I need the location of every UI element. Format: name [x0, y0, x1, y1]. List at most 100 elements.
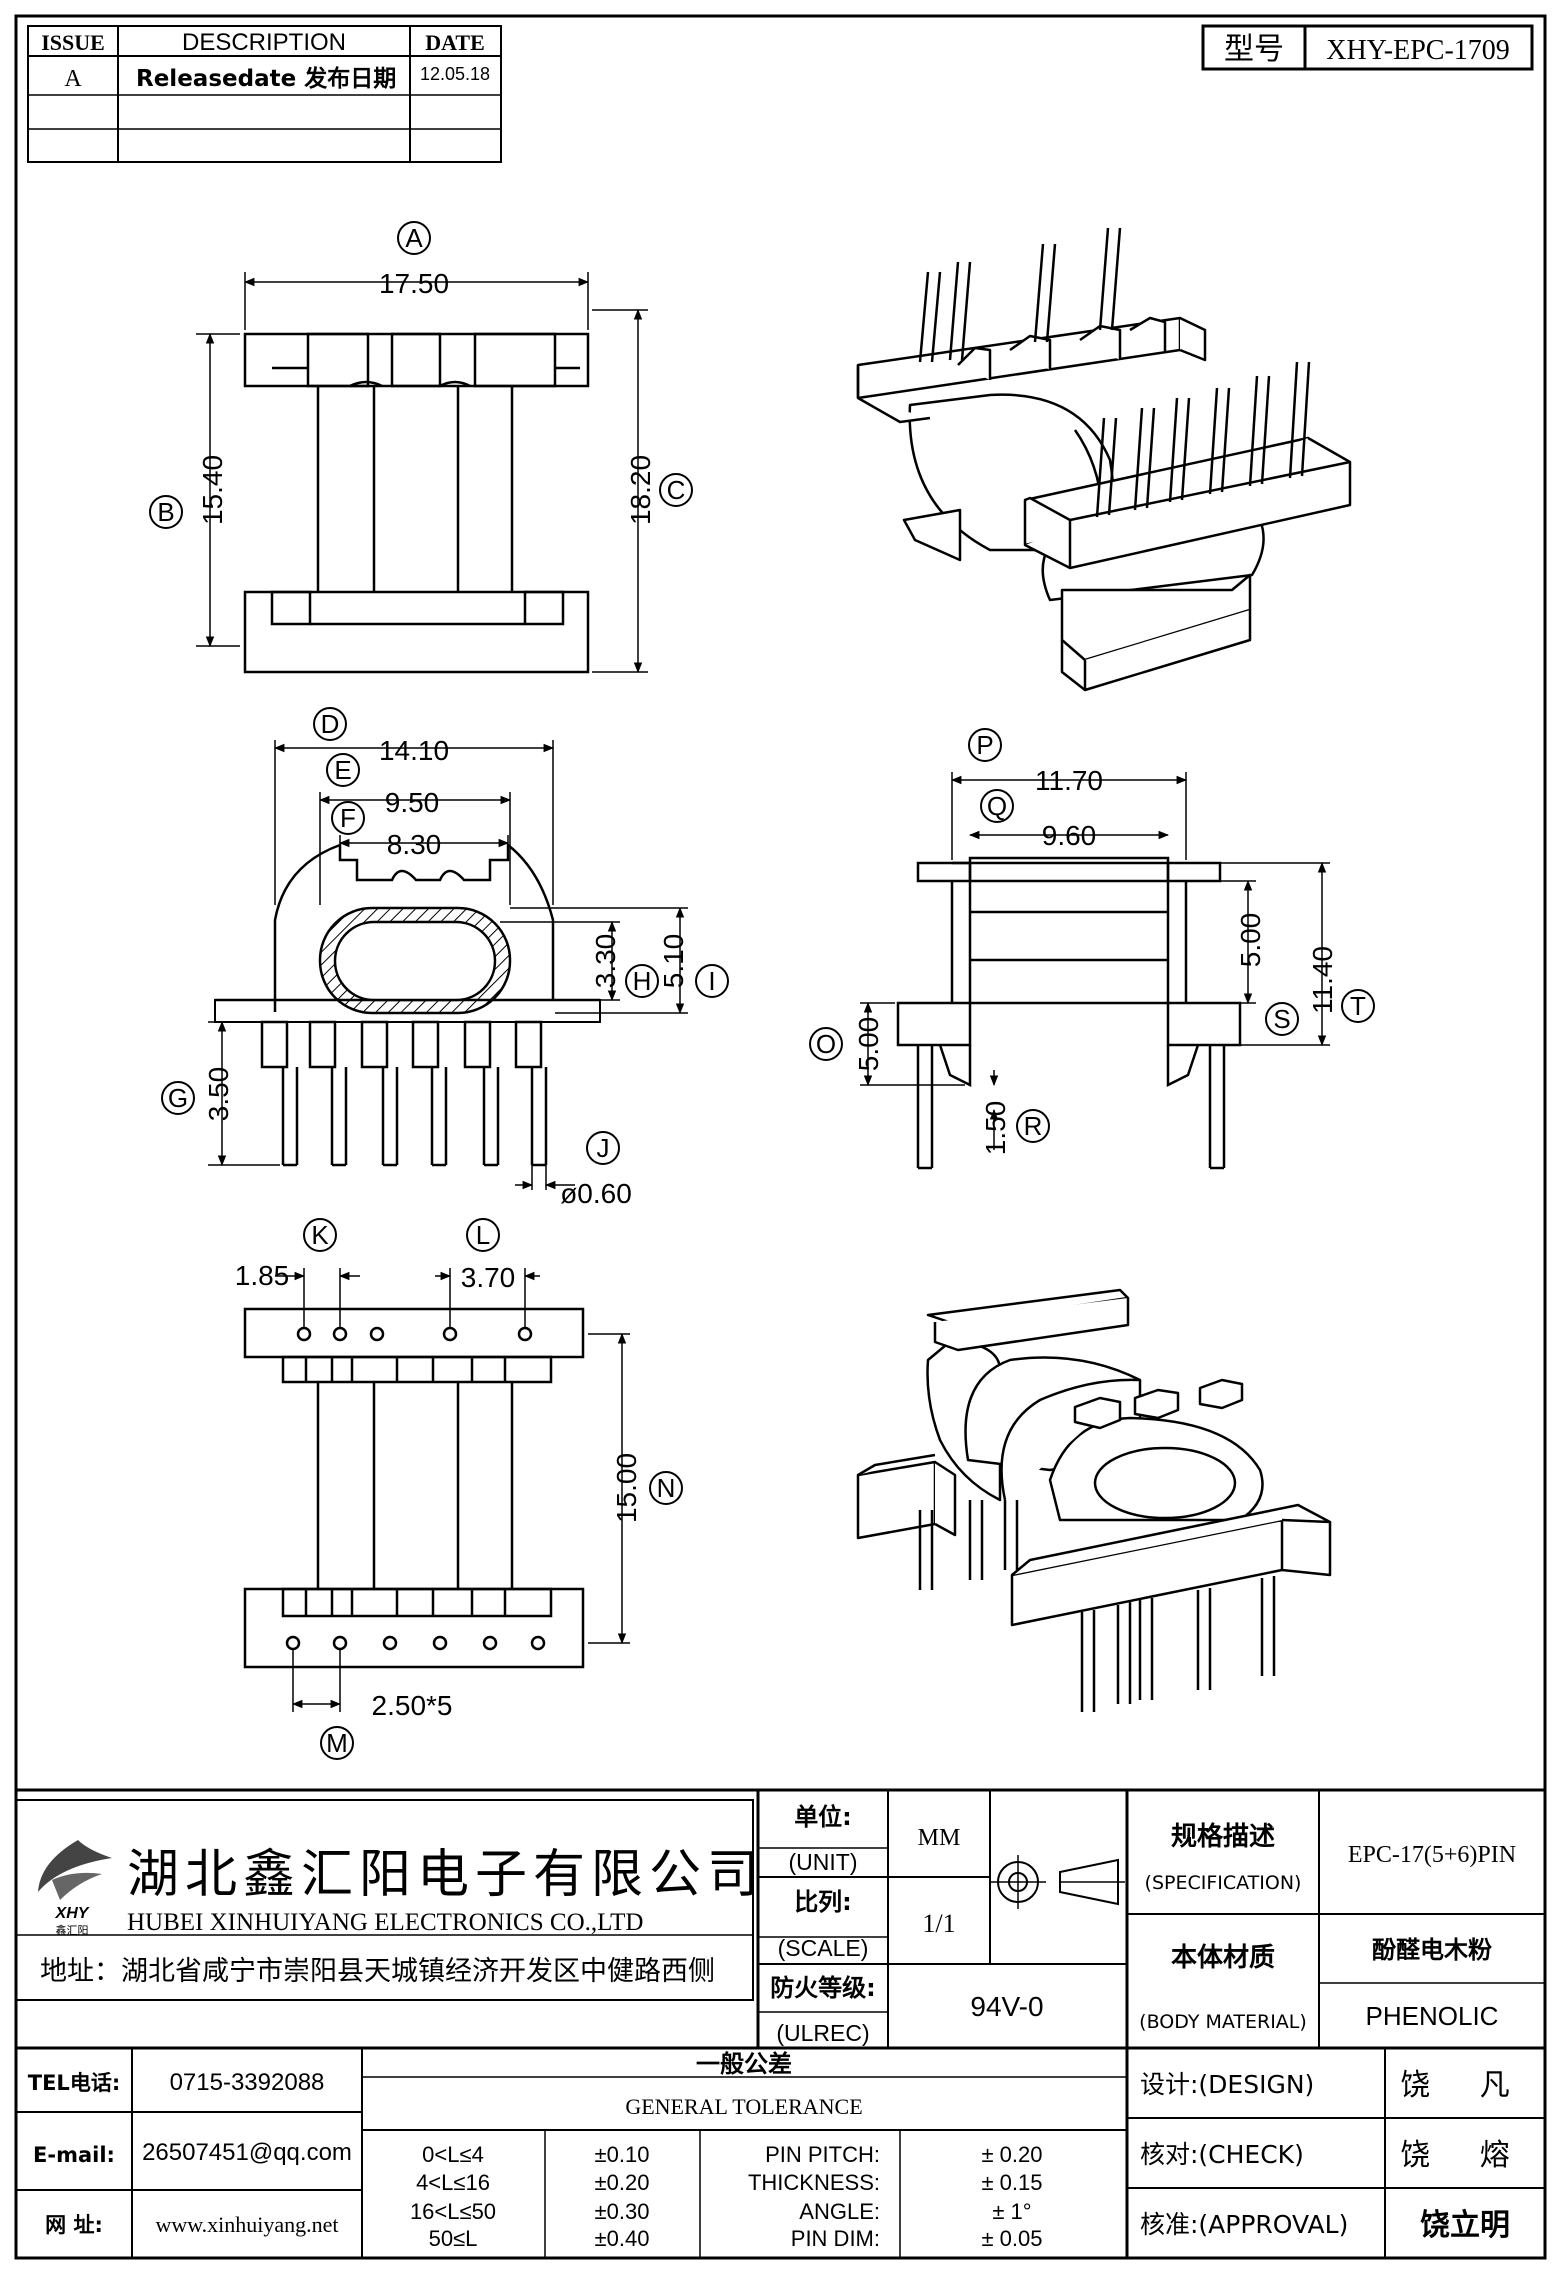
marker-e: E	[326, 753, 360, 787]
marker-d: D	[313, 707, 347, 741]
marker-m: M	[320, 1726, 354, 1760]
logo-chinese: 鑫汇阳	[56, 1923, 89, 1937]
marker-letter: T	[1350, 991, 1366, 1021]
dim-p-value: 11.70	[1035, 765, 1103, 796]
marker-f: F	[331, 801, 365, 835]
spec-value: EPC-17(5+6)PIN	[1348, 1842, 1516, 1868]
approval-name: 饶立明	[1420, 2208, 1510, 2243]
marker-h: H	[625, 964, 659, 998]
material-value-cn: 酚醛电木粉	[1372, 1936, 1492, 1964]
email-value: 26507451@qq.com	[142, 2139, 352, 2166]
marker-letter: Q	[987, 791, 1007, 821]
marker-letter: P	[976, 730, 993, 760]
ulrec-label-en: (ULREC)	[776, 2020, 869, 2046]
tolerance-item-label: PIN DIM:	[791, 2226, 880, 2251]
marker-letter: M	[326, 1728, 348, 1758]
tolerance-value: ±0.10	[595, 2142, 650, 2167]
marker-s: S	[1265, 1002, 1299, 1036]
marker-r: R	[1016, 1109, 1050, 1143]
dim-q-value: 9.60	[1042, 820, 1097, 851]
material-label-en: (BODY MATERIAL)	[1139, 2011, 1307, 2033]
logo-letters: XHY	[55, 1905, 90, 1922]
spec-label-en: (SPECIFICATION)	[1145, 1872, 1302, 1894]
tolerance-item-value: ± 0.15	[981, 2170, 1042, 2195]
marker-letter: K	[311, 1220, 329, 1250]
marker-letter: H	[633, 966, 652, 996]
marker-letter: I	[708, 966, 715, 996]
issue-cell: A	[64, 66, 82, 92]
ulrec-value: 94V-0	[970, 1991, 1043, 2022]
marker-l: L	[466, 1218, 500, 1252]
tolerance-title-cn: 一般公差	[696, 2050, 792, 2078]
dim-i-value: 5.10	[658, 934, 689, 989]
tolerance-item-label: ANGLE:	[799, 2199, 880, 2224]
spec-label-cn: 规格描述	[1171, 1821, 1275, 1852]
email-label: E-mail:	[33, 2143, 115, 2167]
dim-s-value: 5.00	[1235, 913, 1266, 968]
scale-value: 1/1	[922, 1909, 955, 1938]
revision-table: ISSUE DESCRIPTION DATE A Releasedate 发布日…	[27, 25, 502, 163]
company-address: 地址：湖北省咸宁市崇阳县天城镇经济开发区中健路西侧	[40, 1956, 715, 1987]
date-cell: 12.05.18	[420, 64, 490, 84]
dim-g-value: 3.50	[203, 1067, 234, 1122]
dim-h-value: 3.30	[590, 934, 621, 989]
approval-label: 核准:(APPROVAL)	[1140, 2210, 1348, 2239]
tel-label: TEL电话:	[28, 2071, 120, 2095]
dim-l-value: 3.70	[461, 1262, 516, 1293]
tel-value: 0715-3392088	[170, 2069, 325, 2096]
dim-e-value: 9.50	[385, 787, 440, 818]
dim-m-value: 2.50*5	[372, 1690, 453, 1721]
description-cell: Releasedate 发布日期	[136, 65, 396, 92]
marker-g: G	[161, 1081, 195, 1115]
marker-letter: S	[1273, 1004, 1290, 1034]
model-number: XHY-EPC-1709	[1326, 35, 1510, 66]
design-name: 饶 凡	[1400, 2068, 1530, 2103]
tolerance-item-value: ± 0.20	[981, 2142, 1042, 2167]
design-label: 设计:(DESIGN)	[1140, 2070, 1314, 2099]
company-logo: XHY 鑫汇阳	[38, 1840, 112, 1937]
marker-n: N	[649, 1471, 683, 1505]
check-name: 饶 熔	[1400, 2138, 1530, 2173]
dim-d-value: 14.10	[379, 735, 449, 766]
marker-letter: R	[1024, 1111, 1043, 1141]
check-label: 核对:(CHECK)	[1140, 2140, 1304, 2169]
tolerance-item-value: ± 0.05	[981, 2226, 1042, 2251]
dim-c-value: 18.20	[625, 455, 656, 525]
tolerance-value: ±0.20	[595, 2170, 650, 2195]
tolerance-item-label: PIN PITCH:	[765, 2142, 880, 2167]
end-view	[860, 772, 1330, 1170]
scale-label-en: (SCALE)	[778, 1935, 869, 1961]
marker-letter: C	[667, 475, 686, 505]
material-value-en: PHENOLIC	[1366, 2001, 1499, 2031]
tolerance-value: ±0.30	[595, 2199, 650, 2224]
marker-q: Q	[980, 789, 1014, 823]
bottom-view	[243, 1268, 630, 1712]
dim-b-value: 15.40	[197, 455, 228, 525]
model-label: 型号	[1224, 32, 1284, 67]
marker-k: K	[303, 1218, 337, 1252]
marker-a: A	[397, 221, 431, 255]
tolerance-range: 16<L≤50	[410, 2199, 496, 2224]
tolerance-value: ±0.40	[595, 2226, 650, 2251]
marker-p: P	[968, 728, 1002, 762]
marker-letter: D	[321, 709, 340, 739]
model-box: 型号 XHY-EPC-1709	[1201, 24, 1534, 71]
unit-label-en: (UNIT)	[789, 1849, 858, 1875]
web-label: 网 址:	[45, 2213, 103, 2237]
marker-letter: L	[476, 1220, 490, 1250]
tolerance-item-value: ± 1°	[992, 2199, 1031, 2224]
isometric-view-top	[856, 227, 1352, 692]
material-label-cn: 本体材质	[1171, 1943, 1275, 1973]
company-name-chinese: 湖北鑫汇阳电子有限公司	[127, 1845, 765, 1905]
front-view	[196, 272, 648, 674]
web-value: www.xinhuiyang.net	[155, 2212, 338, 2237]
company-name-english: HUBEI XINHUIYANG ELECTRONICS CO.,LTD	[127, 1909, 643, 1936]
tolerance-rows: 0<L≤4±0.104<L≤16±0.2016<L≤50±0.3050≤L±0.…	[410, 2142, 1043, 2251]
issue-header: ISSUE	[41, 30, 105, 55]
tolerance-range: 50≤L	[429, 2226, 478, 2251]
tolerance-range: 4<L≤16	[416, 2170, 490, 2195]
unit-value: MM	[918, 1825, 961, 1851]
dim-k-value: 1.85	[235, 1260, 290, 1291]
dim-j-value: ø0.60	[560, 1178, 632, 1209]
